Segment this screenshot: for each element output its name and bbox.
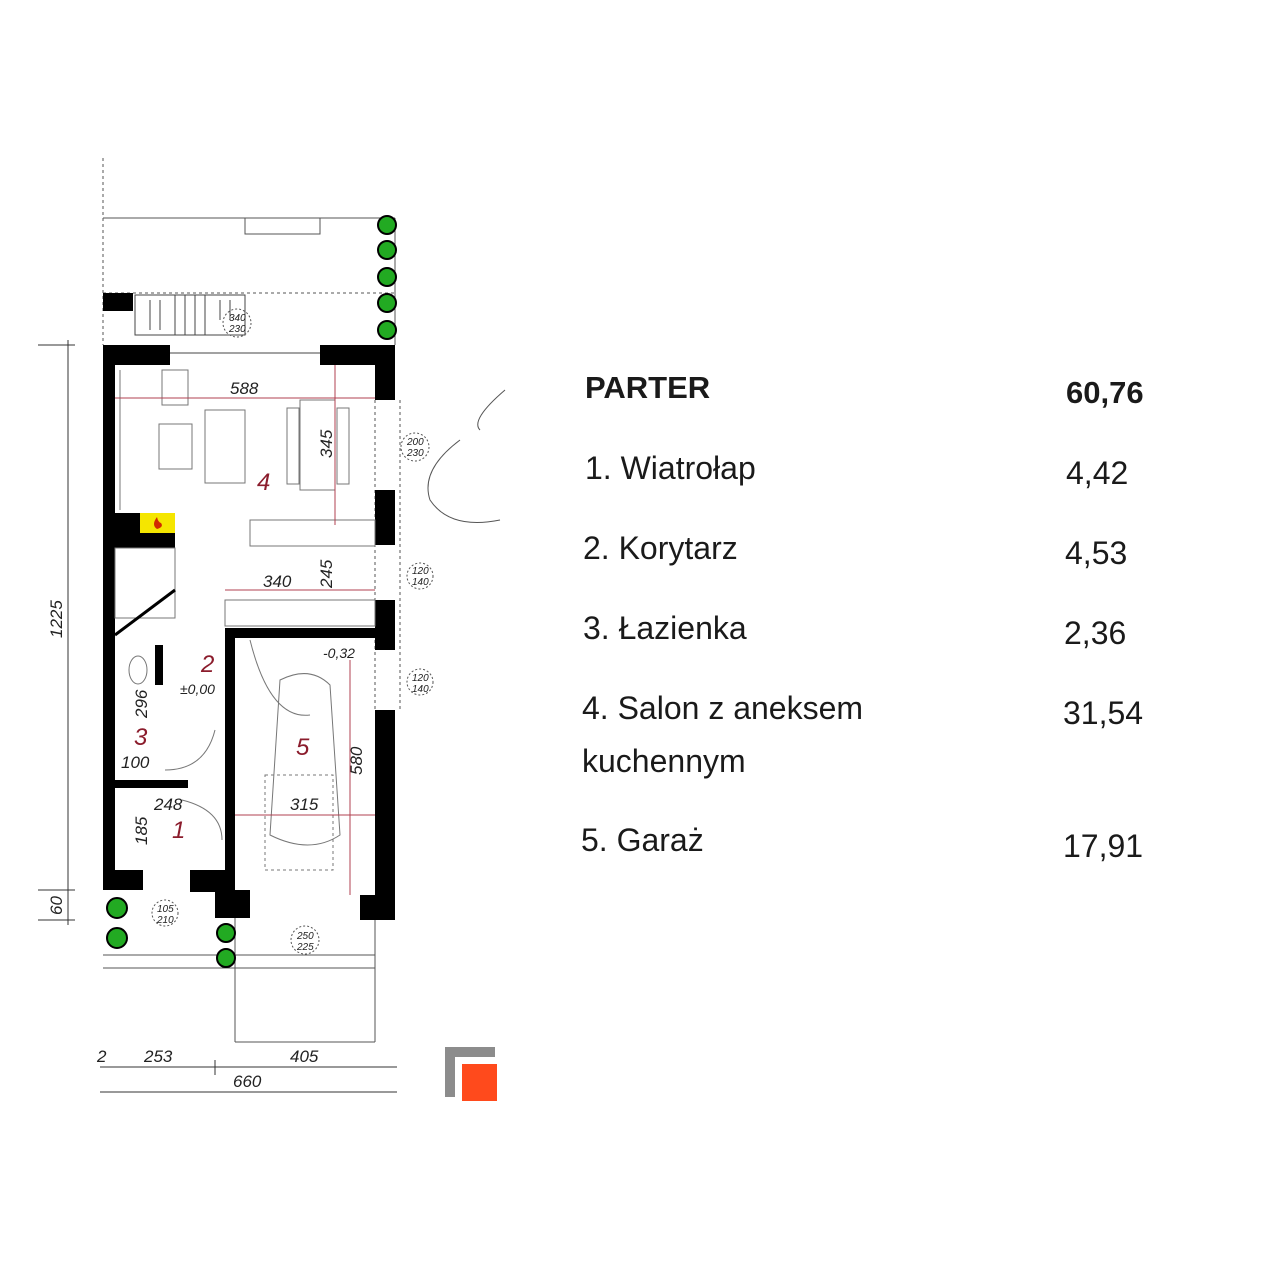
dim-1225: 1225 [47, 600, 66, 638]
room-name-3: 3. Łazienka [583, 610, 747, 646]
room-number-3: 3 [134, 724, 148, 751]
opening-5-top: 105 [157, 904, 174, 915]
dim-185: 185 [132, 816, 151, 845]
opening-3-top: 120 [412, 566, 429, 577]
room-area-2: 4,53 [1065, 535, 1128, 571]
dim-588: 588 [230, 379, 259, 398]
opening-6-bottom: 225 [296, 942, 314, 953]
furniture [114, 369, 376, 871]
dim-248: 248 [153, 795, 183, 814]
opening-4-top: 120 [412, 673, 429, 684]
dim-345: 345 [317, 429, 336, 458]
site-lines [102, 158, 506, 1043]
room-area-5: 17,91 [1063, 828, 1144, 864]
dim-253: 253 [143, 1047, 173, 1066]
outer-dimension-lines [38, 340, 397, 1093]
dim-245: 245 [317, 559, 336, 589]
dim-405: 405 [290, 1047, 319, 1066]
room-area-3: 2,36 [1064, 615, 1127, 651]
opening-markers [151, 308, 434, 955]
floor-total-area: 60,76 [1066, 375, 1144, 410]
dim-60: 60 [47, 896, 66, 915]
room-number-1: 1 [172, 817, 185, 844]
opening-2-bottom: 230 [406, 448, 424, 459]
dim-660: 660 [233, 1072, 262, 1091]
room-area-4: 31,54 [1063, 695, 1144, 731]
dim-2: 2 [96, 1047, 107, 1066]
room-name-2: 2. Korytarz [583, 530, 738, 566]
dim-100: 100 [121, 753, 150, 772]
room-number-4: 4 [257, 469, 270, 496]
dimension-lines [115, 365, 375, 895]
opening-1-top: 340 [229, 313, 246, 324]
floor-title: PARTER [585, 370, 711, 405]
room-area-1: 4,42 [1066, 455, 1129, 491]
room-name-1: 1. Wiatrołap [585, 450, 756, 486]
entrance-steps [134, 294, 320, 354]
level-ground: ±0,00 [180, 681, 215, 697]
dim-296: 296 [132, 689, 151, 719]
dim-315: 315 [290, 795, 319, 814]
room-name-4: 4. Salon z aneksem [582, 690, 864, 726]
room-number-5: 5 [296, 734, 310, 761]
plants [106, 215, 397, 968]
dim-580: 580 [347, 746, 366, 775]
room-name-4-cont: kuchennym [582, 743, 746, 779]
opening-2-top: 200 [406, 437, 424, 448]
opening-6-top: 250 [296, 931, 314, 942]
dim-340: 340 [263, 572, 292, 591]
opening-3-bottom: 140 [412, 577, 429, 588]
opening-4-bottom: 140 [412, 684, 429, 695]
company-logo [445, 1047, 497, 1101]
opening-1-bottom: 230 [228, 324, 246, 335]
room-name-5: 5. Garaż [581, 822, 704, 858]
opening-5-bottom: 210 [156, 915, 174, 926]
flame-icon [154, 517, 162, 529]
room-number-2: 2 [200, 651, 214, 678]
level-garage: -0,32 [323, 645, 355, 661]
